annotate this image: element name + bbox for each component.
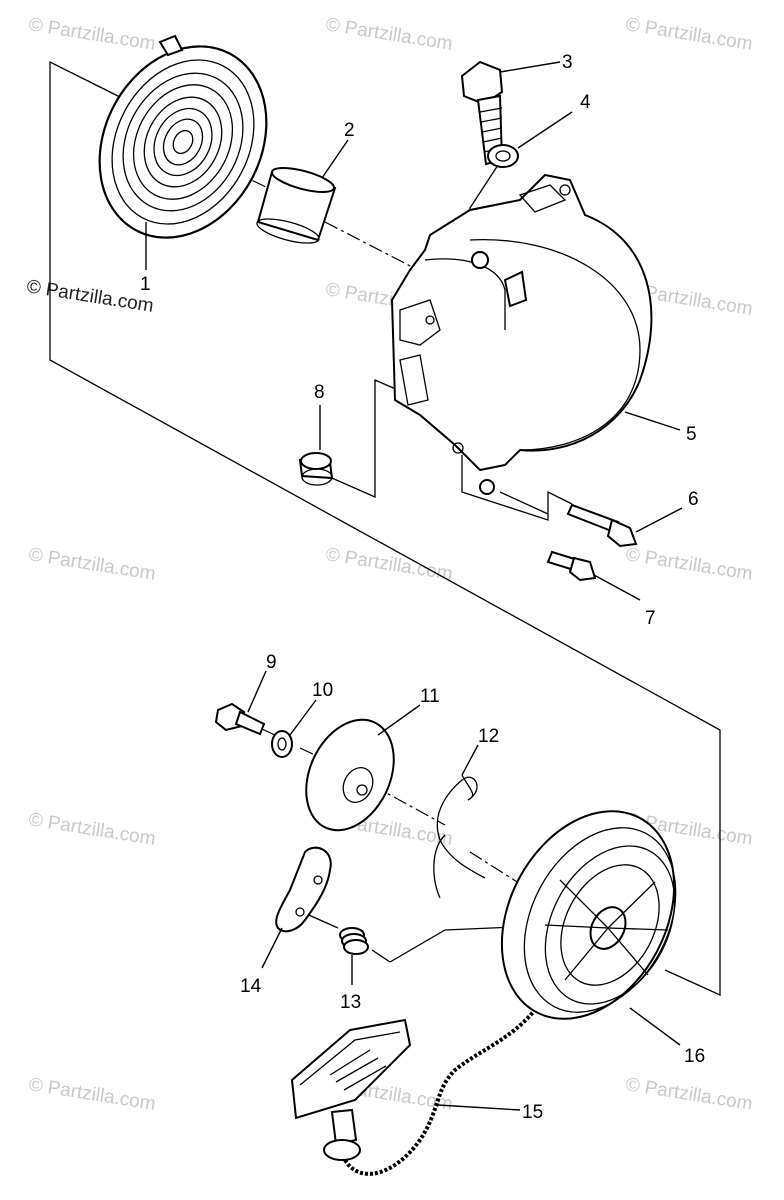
washer-upper — [487, 144, 519, 168]
corner-watermark: © Partzilla.com — [25, 276, 155, 317]
callout-11: 11 — [420, 686, 440, 707]
callout-10: 10 — [312, 680, 333, 701]
ratchet-pawl — [275, 846, 332, 933]
axis-line — [499, 491, 549, 515]
callout-1: 1 — [140, 274, 151, 295]
callout-labels: 1 2 3 4 5 6 7 8 9 10 11 12 13 14 15 16 — [140, 52, 705, 1123]
callout-12: 12 — [478, 726, 499, 747]
bracket-line — [49, 60, 721, 997]
watermark: © Partzilla.com — [624, 14, 754, 55]
axis-line — [324, 379, 399, 498]
watermark: © Partzilla.com — [324, 544, 454, 585]
bushing — [256, 166, 337, 244]
callout-3: 3 — [562, 52, 573, 73]
bolt-nine — [214, 702, 266, 736]
watermark: © Partzilla.com — [27, 809, 157, 850]
washer-ten — [271, 730, 293, 758]
axis-line — [324, 221, 419, 271]
watermark: © Partzilla.com — [27, 544, 157, 585]
axis-line — [184, 147, 269, 189]
callout-16: 16 — [684, 1046, 705, 1067]
small-bushing — [298, 452, 334, 486]
callout-4: 4 — [580, 92, 591, 113]
watermark: © Partzilla.com — [624, 544, 754, 585]
starter-housing — [390, 173, 653, 495]
recoil-pulley — [500, 810, 677, 1020]
callout-13: 13 — [340, 992, 361, 1013]
callout-14: 14 — [240, 976, 262, 997]
watermark: © Partzilla.com — [324, 14, 454, 55]
callout-9: 9 — [266, 652, 277, 673]
watermark: © Partzilla.com — [27, 1074, 157, 1115]
friction-plate — [305, 718, 395, 832]
callout-8: 8 — [314, 382, 325, 403]
starter-handle — [290, 1018, 412, 1161]
bolt-six — [566, 503, 638, 548]
watermark: © Partzilla.com — [27, 14, 157, 55]
recoil-spring — [98, 34, 268, 239]
leader-lines — [145, 61, 683, 1111]
callout-5: 5 — [686, 424, 697, 445]
bolt-seven — [546, 550, 597, 582]
axis-line — [461, 455, 573, 521]
spring-clip — [433, 774, 486, 899]
starter-rope — [343, 1008, 537, 1176]
callout-15: 15 — [522, 1102, 543, 1123]
callout-2: 2 — [344, 120, 355, 141]
callout-7: 7 — [645, 608, 656, 629]
callout-6: 6 — [688, 489, 699, 510]
watermark: © Partzilla.com — [624, 1074, 754, 1115]
small-spring — [339, 927, 369, 955]
